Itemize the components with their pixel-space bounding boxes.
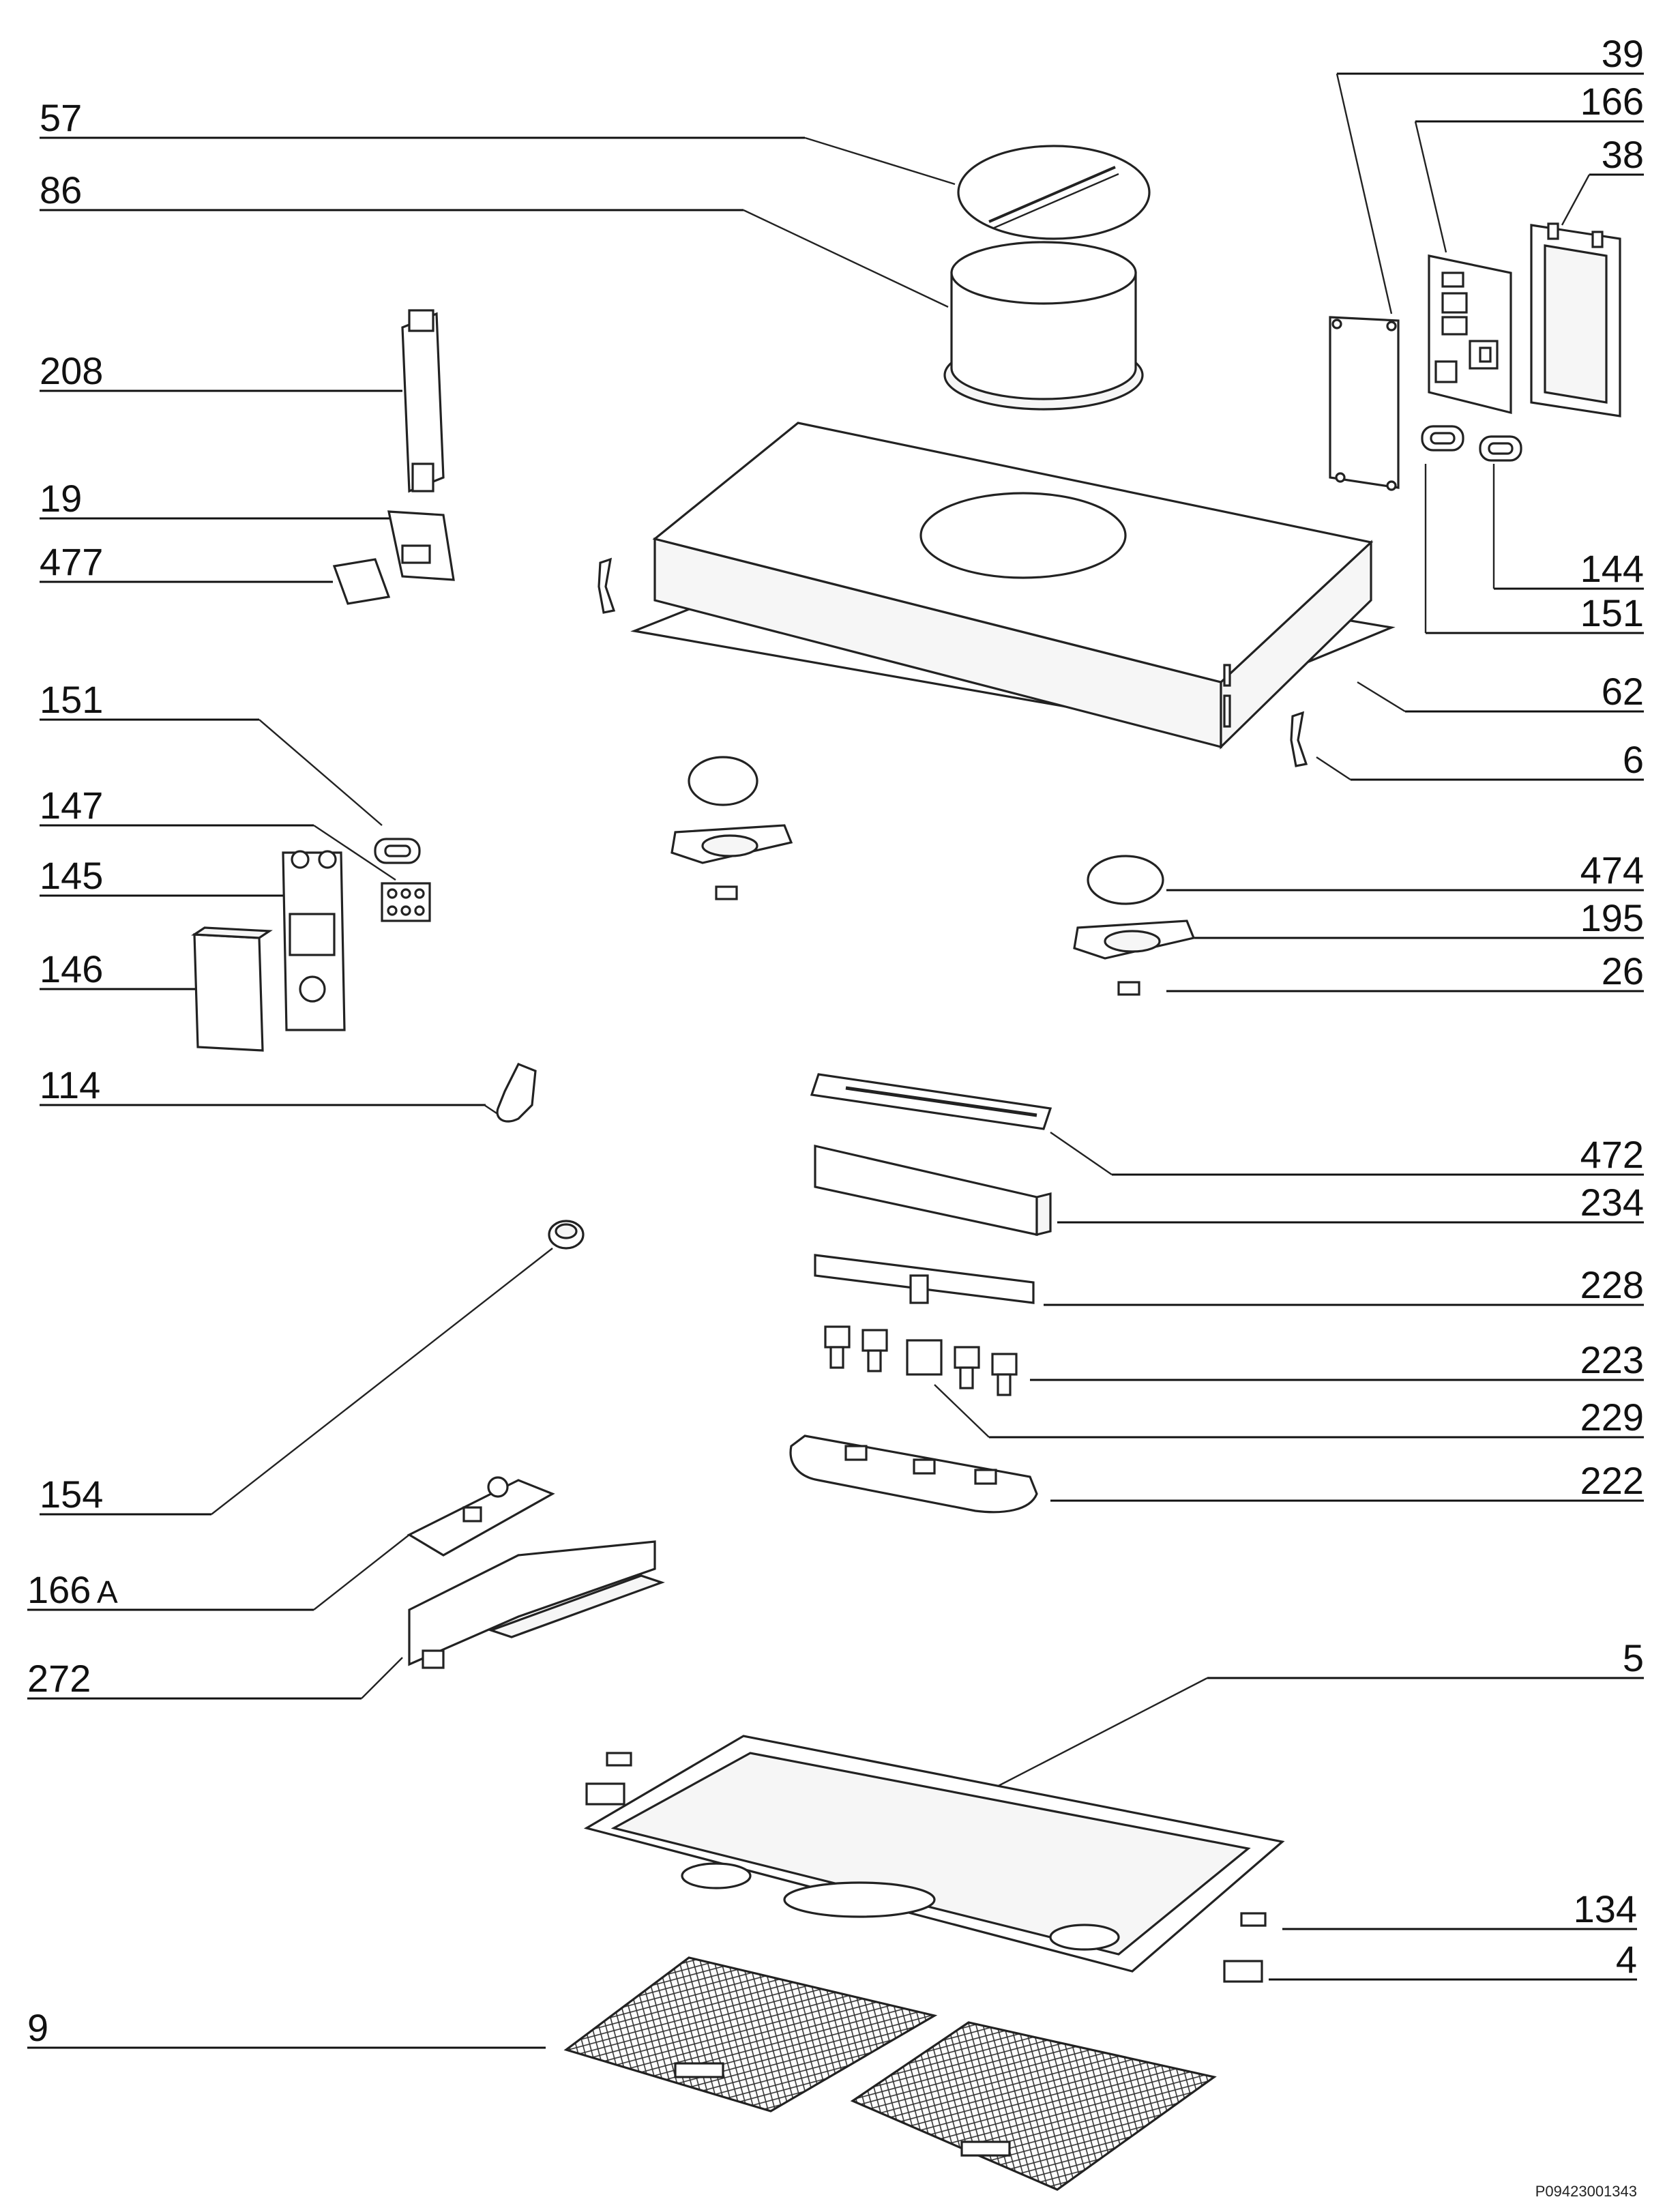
label-477: 477	[40, 540, 103, 583]
label-166a: 166	[27, 1568, 91, 1611]
part-154-bushing	[548, 1220, 585, 1250]
part-6-clip	[598, 557, 1308, 767]
part-229-button	[906, 1339, 943, 1376]
part-147-terminal	[381, 882, 431, 922]
part-134-4-clips	[585, 1752, 1267, 1983]
footer-code: P09423001343	[1535, 2183, 1637, 2200]
part-228-button-bar	[814, 1254, 1035, 1304]
part-472-rail	[810, 1073, 1052, 1130]
label-228: 228	[1580, 1263, 1644, 1306]
part-477-cover	[332, 558, 391, 605]
label-223: 223	[1580, 1338, 1644, 1381]
part-39-cover	[1329, 316, 1400, 491]
label-166a-suffix: A	[97, 1574, 118, 1610]
label-9: 9	[27, 2006, 48, 2049]
label-144: 144	[1580, 547, 1644, 590]
label-114: 114	[40, 1063, 100, 1106]
label-38: 38	[1602, 133, 1644, 176]
part-234-bracket	[814, 1144, 1052, 1237]
left-labels: 57 86 208 19 477 151 147 145 146 114 154…	[27, 96, 805, 2049]
label-147: 147	[40, 784, 103, 827]
label-4: 4	[1616, 1938, 1637, 1981]
label-5: 5	[1623, 1636, 1644, 1679]
label-272: 272	[27, 1657, 91, 1700]
label-146: 146	[40, 947, 103, 990]
part-38-box	[1530, 222, 1621, 417]
part-474-195-26-lamp	[1073, 855, 1196, 996]
part-166a-board	[407, 1476, 555, 1557]
part-housing	[630, 422, 1396, 750]
label-166: 166	[1580, 80, 1644, 123]
label-62: 62	[1602, 670, 1644, 713]
label-145: 145	[40, 854, 103, 897]
part-272-tray	[408, 1540, 665, 1669]
part-57-flap	[957, 145, 1151, 240]
label-208: 208	[40, 349, 103, 392]
part-5-frame	[583, 1735, 1285, 1973]
part-208-transformer	[401, 309, 445, 493]
part-151-144-grommets	[1421, 425, 1522, 462]
label-474: 474	[1580, 849, 1644, 892]
part-114-clamp	[496, 1062, 537, 1123]
label-195: 195	[1580, 896, 1644, 939]
label-86: 86	[40, 168, 82, 211]
part-86-collar	[943, 241, 1144, 411]
leader-lines	[211, 73, 1591, 1789]
part-lamp-holder-center	[670, 756, 793, 900]
label-154: 154	[40, 1473, 103, 1516]
label-222: 222	[1580, 1459, 1644, 1502]
label-229: 229	[1580, 1396, 1644, 1439]
label-472: 472	[1580, 1133, 1644, 1176]
part-223-buttons	[824, 1325, 1018, 1396]
label-151-right: 151	[1580, 591, 1644, 634]
part-19-bracket	[387, 510, 455, 581]
part-222-control-panel	[789, 1434, 1038, 1514]
label-39: 39	[1602, 32, 1644, 75]
label-57: 57	[40, 96, 82, 139]
part-9-filter-right	[850, 2021, 1217, 2191]
right-labels: 39 166 38 144 151 62 6 474 195 26 472 23…	[989, 32, 1644, 1981]
label-234: 234	[1580, 1181, 1644, 1224]
part-145-switch-plate	[282, 850, 346, 1031]
label-19: 19	[40, 477, 82, 520]
label-151-left: 151	[40, 678, 103, 721]
part-151-grommet-left	[374, 838, 421, 864]
label-6: 6	[1623, 738, 1644, 781]
label-134: 134	[1574, 1887, 1637, 1930]
part-9-filter-left	[563, 1956, 938, 2113]
part-146-cover-box	[191, 926, 273, 1052]
label-26: 26	[1602, 950, 1644, 992]
part-166-board	[1428, 254, 1512, 415]
